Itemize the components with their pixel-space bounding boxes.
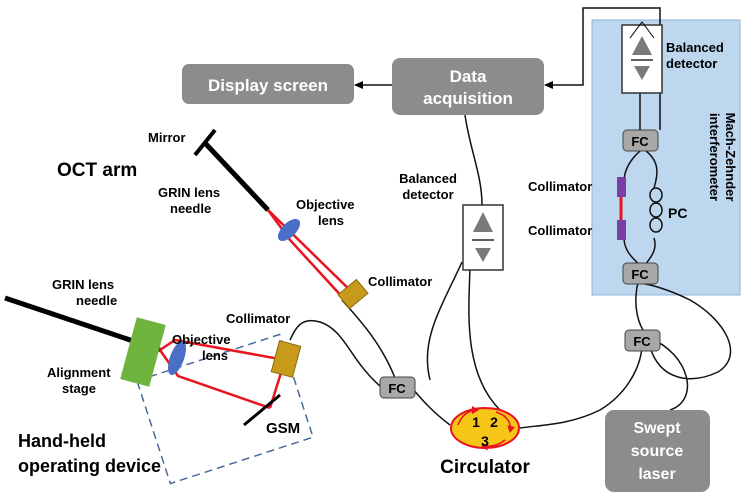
circulator: [450, 406, 520, 451]
mirror: [193, 128, 217, 157]
mach-zehnder-panel: [591, 19, 741, 296]
swept-source-label-2: source: [631, 443, 684, 460]
collimator-mz-1-label: Collimator: [528, 179, 592, 194]
objective-top-label-2: lens: [318, 213, 344, 228]
fc-mz-bottom-label: FC: [631, 267, 649, 282]
objective-lens-left: [167, 340, 187, 376]
grin-top-label-2: needle: [170, 201, 211, 216]
fc-left-label: FC: [388, 381, 406, 396]
mirror-label: Mirror: [148, 130, 186, 145]
collimator-top: [337, 278, 369, 310]
fc-right: [624, 329, 661, 352]
swept-source-laser-box: [605, 410, 710, 492]
objective-left-label-2: lens: [202, 348, 228, 363]
gsm-label: GSM: [266, 420, 300, 437]
fc-mz-top-label: FC: [631, 134, 649, 149]
circulator-port-2: 2: [490, 414, 498, 430]
oct-beam: [266, 209, 356, 301]
alignment-stage: [120, 317, 166, 387]
collimator-mz-2: [617, 220, 626, 240]
swept-source-label-3: laser: [638, 466, 675, 483]
data-acquisition-box: [392, 58, 544, 115]
balanced-detector-mid-label-1: Balanced: [399, 171, 457, 186]
circulator-port-1: 1: [472, 414, 480, 430]
alignment-label-1: Alignment: [47, 365, 111, 380]
balanced-detector-top-label-2: detector: [666, 56, 717, 71]
grin-top-label-1: GRIN lens: [158, 185, 220, 200]
handheld-label-2: operating device: [18, 456, 161, 476]
grin-needle-top: [203, 141, 270, 212]
grin-left-label-2: needle: [76, 293, 117, 308]
alignment-label-2: stage: [62, 381, 96, 396]
balanced-detector-mid-label-2: detector: [402, 187, 453, 202]
objective-top-label-1: Objective: [296, 197, 355, 212]
data-acquisition-label-2: acquisition: [423, 89, 513, 108]
svg-text:Mach-Zehnder: Mach-Zehnder: [723, 113, 738, 202]
balanced-detector-top: [621, 21, 663, 94]
fc-mz-bottom: [622, 262, 659, 285]
balanced-detector-top-label-1: Balanced: [666, 40, 724, 55]
display-screen-box: [182, 64, 354, 104]
oct-arm-label: OCT arm: [57, 160, 137, 181]
circulator-label: Circulator: [440, 457, 530, 478]
balanced-detector-mid: [462, 204, 504, 271]
collimator-left-label: Collimator: [226, 311, 290, 326]
collimator-top-label: Collimator: [368, 274, 432, 289]
pc-label: PC: [668, 205, 687, 221]
collimator-mz-1: [617, 177, 626, 197]
display-screen-label: Display screen: [208, 76, 328, 95]
handheld-label-1: Hand-held: [18, 431, 106, 451]
fc-mz-top: [622, 129, 659, 152]
circulator-port-3: 3: [481, 433, 489, 449]
grin-left-label-1: GRIN lens: [52, 277, 114, 292]
fc-left: [379, 376, 416, 399]
gsm-mirror: [243, 393, 281, 427]
polarization-controller: [649, 187, 663, 233]
handheld-dashed-box: [136, 333, 314, 485]
objective-left-label-1: Objective: [172, 332, 231, 347]
collimator-left: [270, 340, 302, 378]
svg-text:interferometer: interferometer: [707, 113, 722, 201]
data-acquisition-label-1: Data: [450, 67, 487, 86]
fc-right-label: FC: [633, 334, 651, 349]
objective-lens-top: [277, 218, 301, 242]
collimator-mz-2-label: Collimator: [528, 223, 592, 238]
mach-zehnder-label: Mach-Zehnder interferometer: [707, 113, 738, 202]
swept-source-label-1: Swept: [633, 420, 681, 437]
